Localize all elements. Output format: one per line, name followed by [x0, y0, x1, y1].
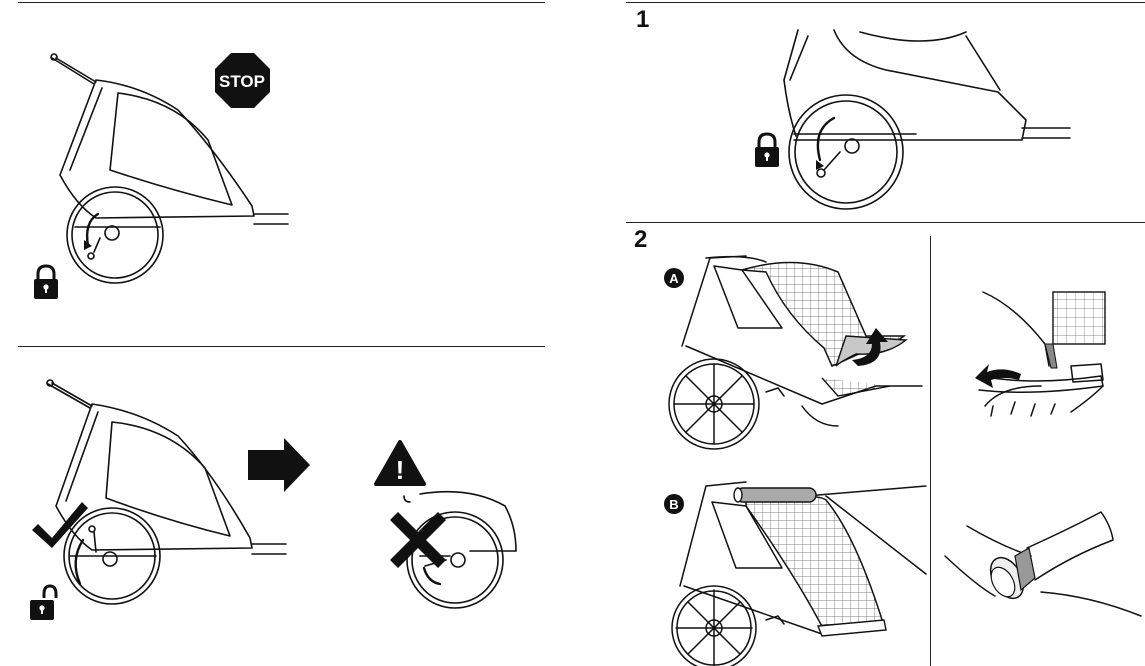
step-number-2: 2	[634, 226, 648, 253]
cover-roll-up-b: B	[664, 481, 927, 666]
top-divider-left	[18, 2, 545, 3]
section-divider-right	[626, 222, 1145, 223]
cover-clip-closeup-a	[975, 291, 1106, 417]
vertical-divider	[930, 236, 931, 666]
cover-roll-up-a: A	[664, 255, 923, 450]
section-divider-left	[18, 346, 545, 347]
arrow-right-icon	[248, 438, 310, 492]
variant-label-a: A	[669, 271, 679, 286]
step-number-1: 1	[636, 6, 650, 33]
trailer-illustration-unlock: !	[30, 379, 517, 620]
warning-sign: !	[374, 440, 426, 486]
warning-sign-label: !	[396, 455, 405, 485]
lock-icon	[34, 264, 58, 299]
variant-badge-b	[664, 494, 684, 514]
check-icon	[32, 502, 88, 548]
stop-sign-label: STOP	[219, 72, 265, 91]
cover-roll-closeup-b	[944, 511, 1142, 617]
cross-icon	[390, 512, 446, 568]
wheel-lock-closeup	[755, 29, 1071, 210]
variant-badge-a	[664, 268, 684, 288]
top-divider-right	[626, 2, 1145, 3]
unlock-icon	[30, 584, 58, 620]
variant-label-b: B	[669, 497, 678, 512]
lock-icon-step1	[755, 132, 779, 167]
stop-sign: STOP	[215, 53, 270, 108]
rotate-arrow-icon	[852, 328, 888, 366]
trailer-illustration-stop: STOP	[34, 53, 289, 299]
